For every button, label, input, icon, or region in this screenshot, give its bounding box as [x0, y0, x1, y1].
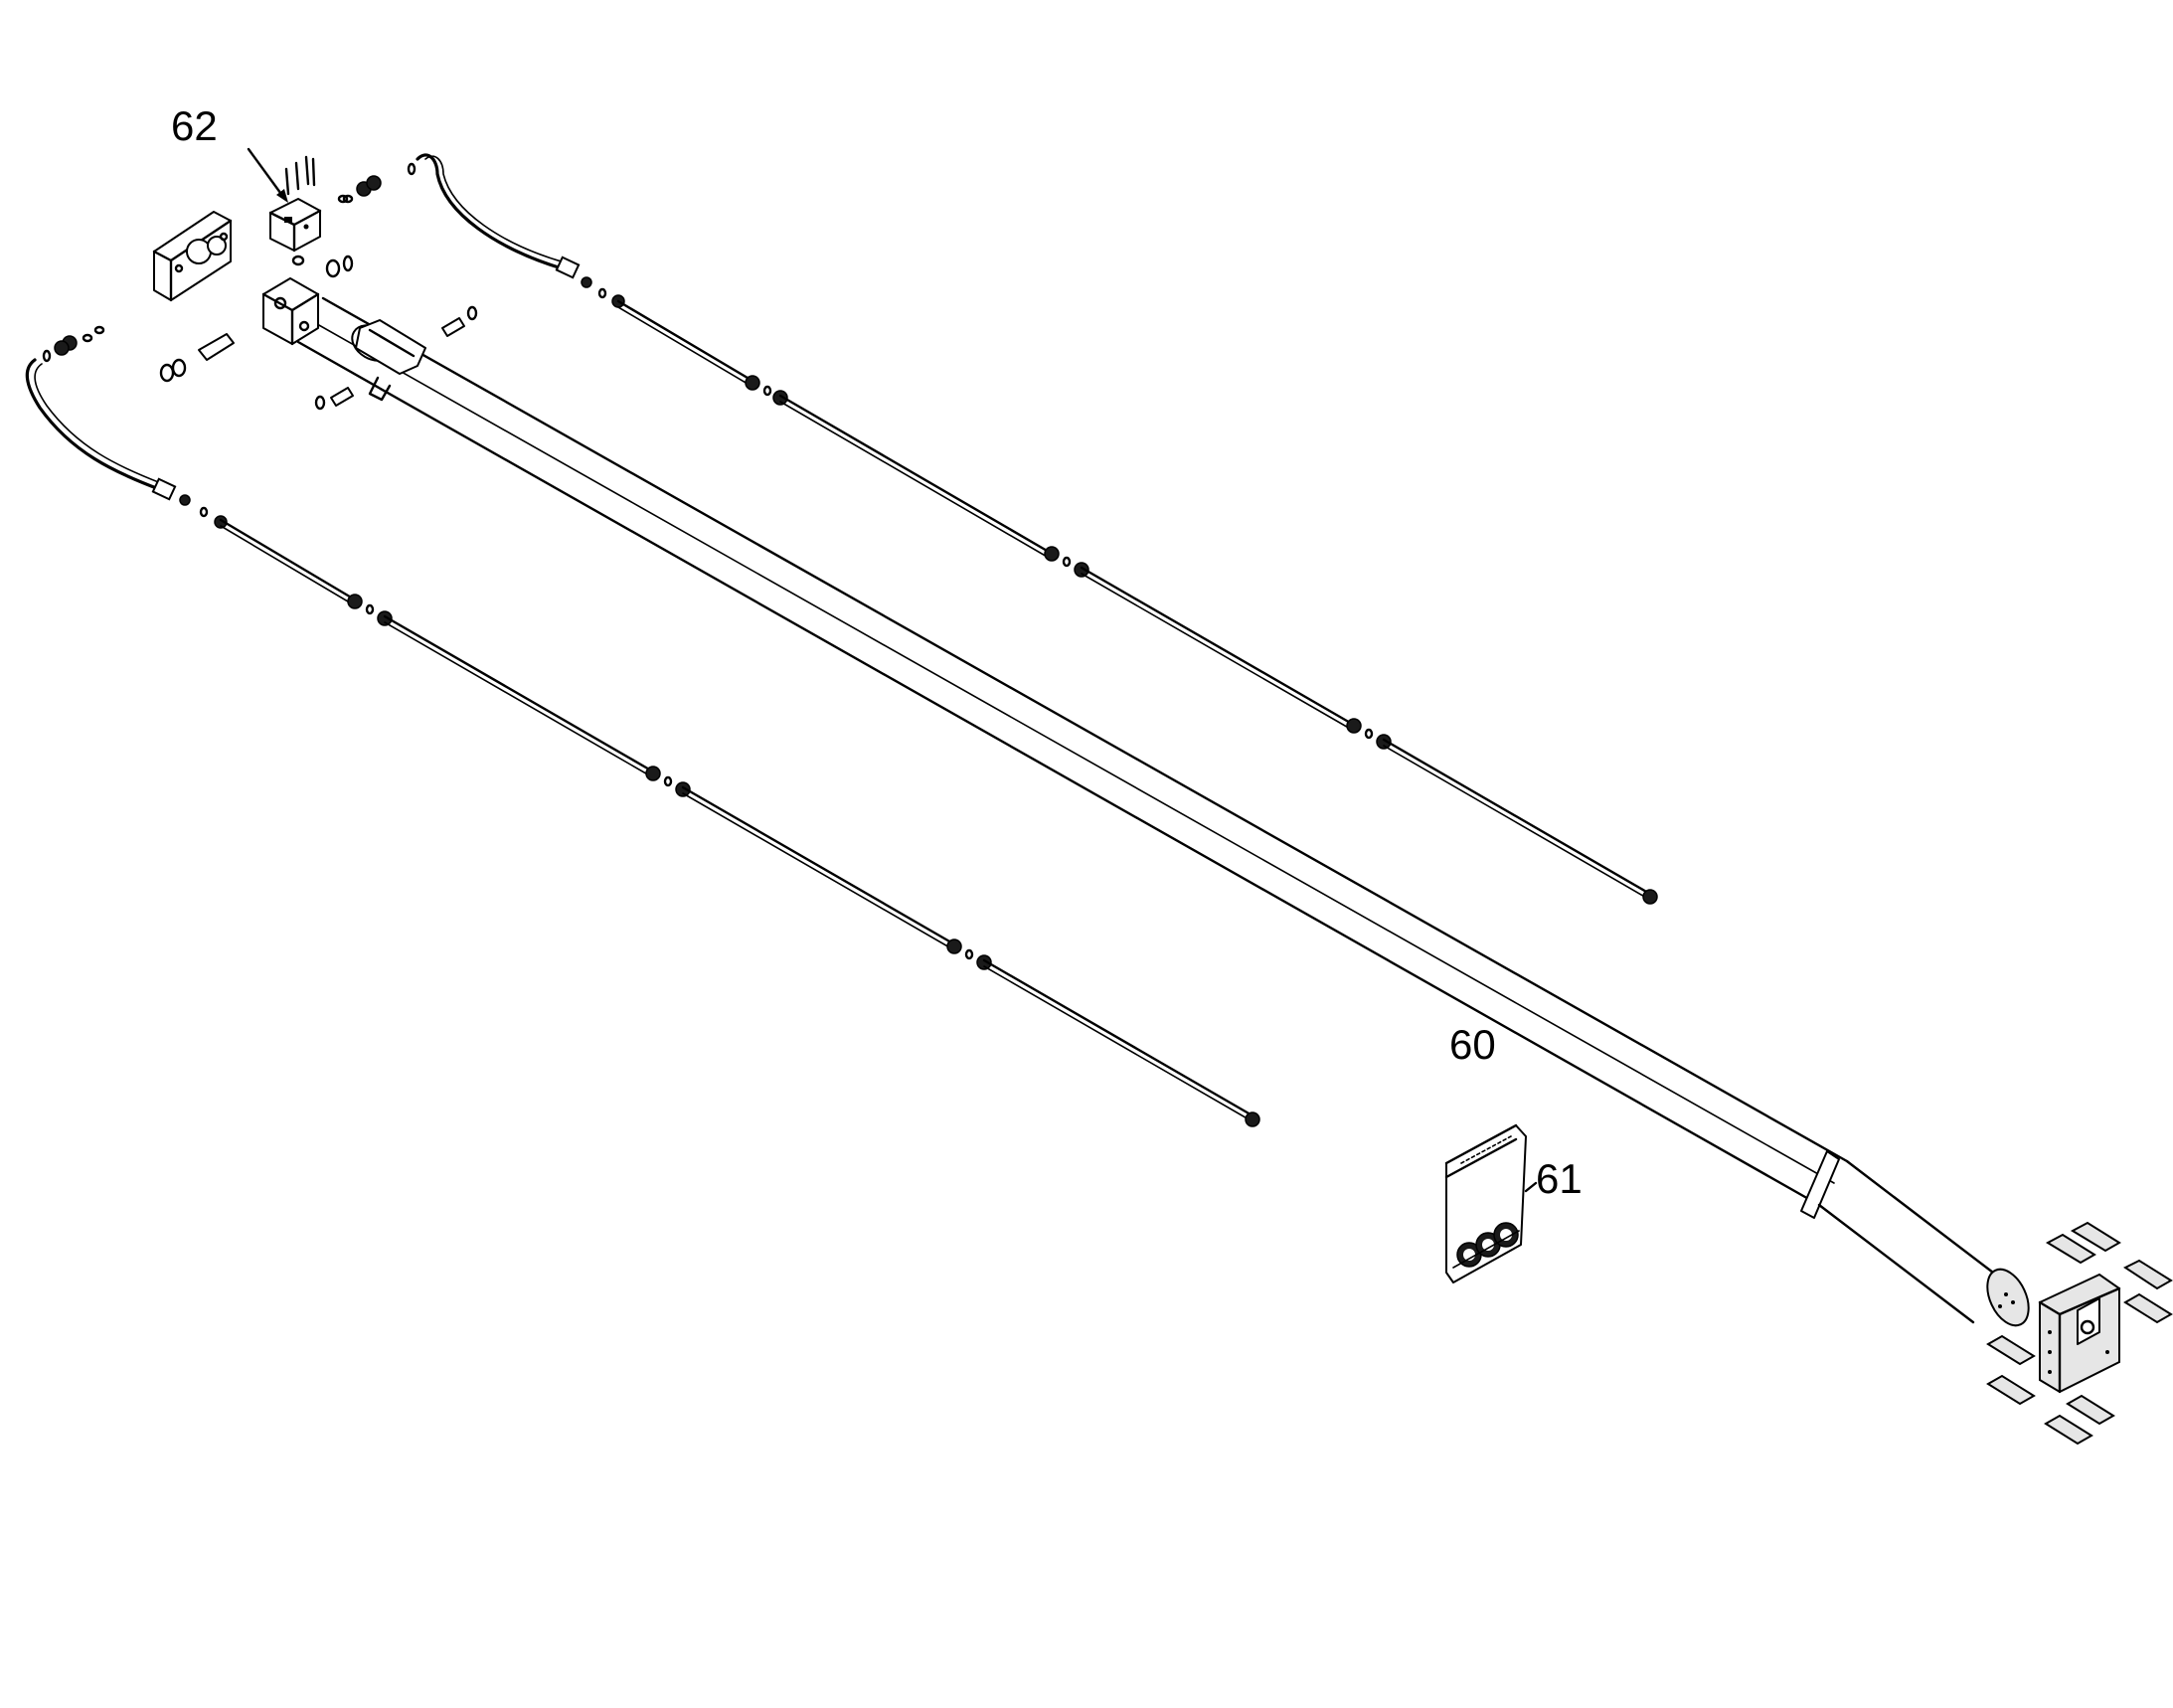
- end-mount-bracket: [2038, 1273, 2121, 1394]
- hydraulic-cylinder: [261, 277, 2030, 1327]
- upper-hydraulic-line: [342, 153, 1658, 905]
- valve-block: [247, 147, 354, 278]
- callout-seal-kit: 61: [1536, 1155, 1583, 1202]
- callout-valve-block: 62: [171, 102, 218, 149]
- pins-and-seals: [159, 305, 478, 411]
- wear-pads: [1986, 1221, 2173, 1446]
- mounting-bracket-left: [152, 211, 233, 302]
- seal-kit-bag: [1444, 1123, 1527, 1283]
- lower-hydraulic-line: [25, 325, 1260, 1127]
- callout-cylinder: 60: [1449, 1021, 1496, 1068]
